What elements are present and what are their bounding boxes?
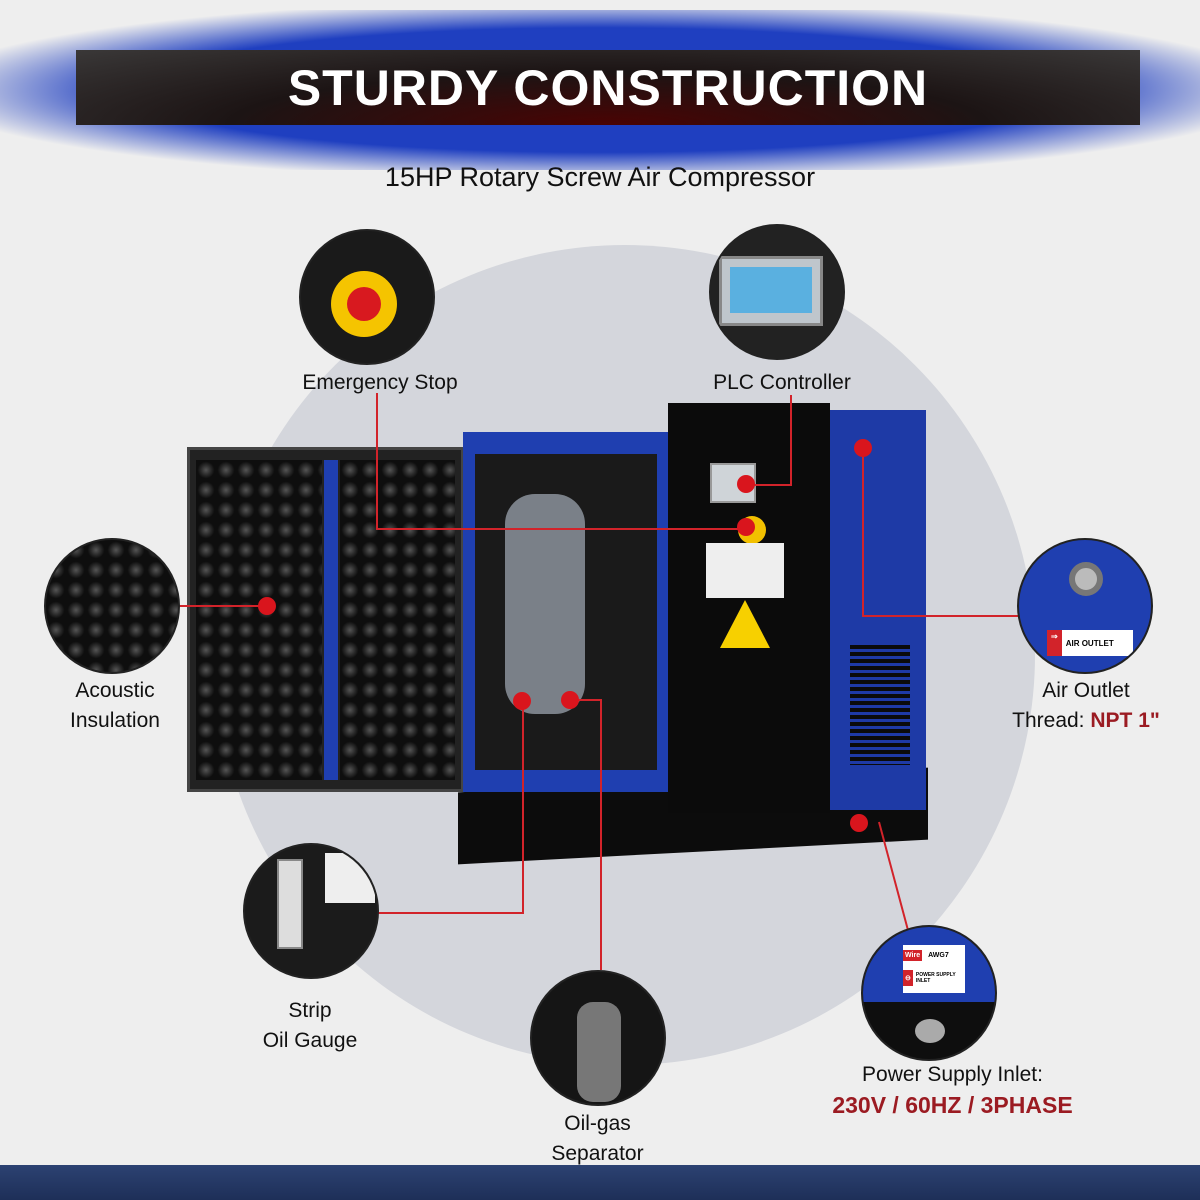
leader-line-oil-gauge bbox=[378, 912, 524, 914]
marker-plc bbox=[737, 475, 755, 493]
header-banner: STURDY CONSTRUCTION bbox=[76, 50, 1140, 125]
callout-air-outlet: ⇒AIR OUTLET bbox=[1017, 538, 1153, 674]
power-spec: 230V / 60HZ / 3PHASE bbox=[832, 1092, 1073, 1118]
label-line: Oil-gas bbox=[564, 1112, 631, 1135]
label-line: Acoustic bbox=[75, 679, 155, 702]
door bbox=[187, 447, 464, 792]
label-emergency-stop: Emergency Stop bbox=[302, 371, 458, 394]
leader-line-emergency-stop bbox=[376, 528, 746, 530]
callout-oil-gas-separator bbox=[530, 970, 666, 1106]
awg-tag: AWG7 bbox=[928, 951, 949, 959]
label-line: Air Outlet bbox=[1042, 679, 1130, 702]
callout-strip-oil-gauge bbox=[243, 843, 379, 979]
leader-line-air-outlet bbox=[862, 448, 864, 616]
cabinet-open bbox=[463, 432, 669, 792]
label-line: Separator bbox=[551, 1142, 644, 1165]
label-line: Power Supply Inlet: bbox=[862, 1063, 1043, 1086]
thread-spec: NPT 1" bbox=[1090, 709, 1160, 732]
oil-tank bbox=[505, 494, 585, 714]
leader-line-plc bbox=[790, 395, 792, 485]
label-line: Oil Gauge bbox=[262, 1029, 358, 1052]
marker-power bbox=[850, 814, 868, 832]
leader-line-emergency-stop bbox=[376, 393, 378, 530]
leader-line-separator bbox=[600, 700, 602, 970]
label-line: Insulation bbox=[70, 709, 160, 732]
inlet-tag: POWER SUPPLY INLET bbox=[915, 972, 956, 984]
callout-acoustic-insulation bbox=[44, 538, 180, 674]
marker-acoustic bbox=[258, 597, 276, 615]
callout-emergency-stop bbox=[299, 229, 435, 365]
leader-line-acoustic bbox=[175, 605, 267, 607]
air-outlet-tag: AIR OUTLET bbox=[1065, 638, 1114, 648]
side-panel bbox=[830, 410, 926, 810]
marker-air-outlet bbox=[854, 439, 872, 457]
leader-line-air-outlet bbox=[862, 615, 1020, 617]
label-line: Strip bbox=[288, 999, 332, 1022]
page-title: STURDY CONSTRUCTION bbox=[287, 59, 929, 116]
leader-line-plc bbox=[752, 484, 792, 486]
marker-separator bbox=[561, 691, 579, 709]
callout-plc-controller bbox=[709, 224, 845, 360]
wire-tag: Wire bbox=[903, 949, 923, 961]
leader-line-oil-gauge bbox=[522, 700, 524, 914]
subtitle: 15HP Rotary Screw Air Compressor bbox=[384, 162, 816, 192]
front-panel bbox=[668, 403, 830, 813]
leader-line-separator bbox=[570, 699, 602, 701]
footer-bar bbox=[0, 1165, 1200, 1200]
label-line: Thread: bbox=[1012, 709, 1091, 732]
marker-emergency-stop bbox=[737, 518, 755, 536]
label-power-supply: Power Supply Inlet: 230V / 60HZ / 3PHASE bbox=[790, 1060, 1115, 1120]
marker-oil-gauge bbox=[513, 692, 531, 710]
label-plc-controller: PLC Controller bbox=[713, 371, 851, 394]
